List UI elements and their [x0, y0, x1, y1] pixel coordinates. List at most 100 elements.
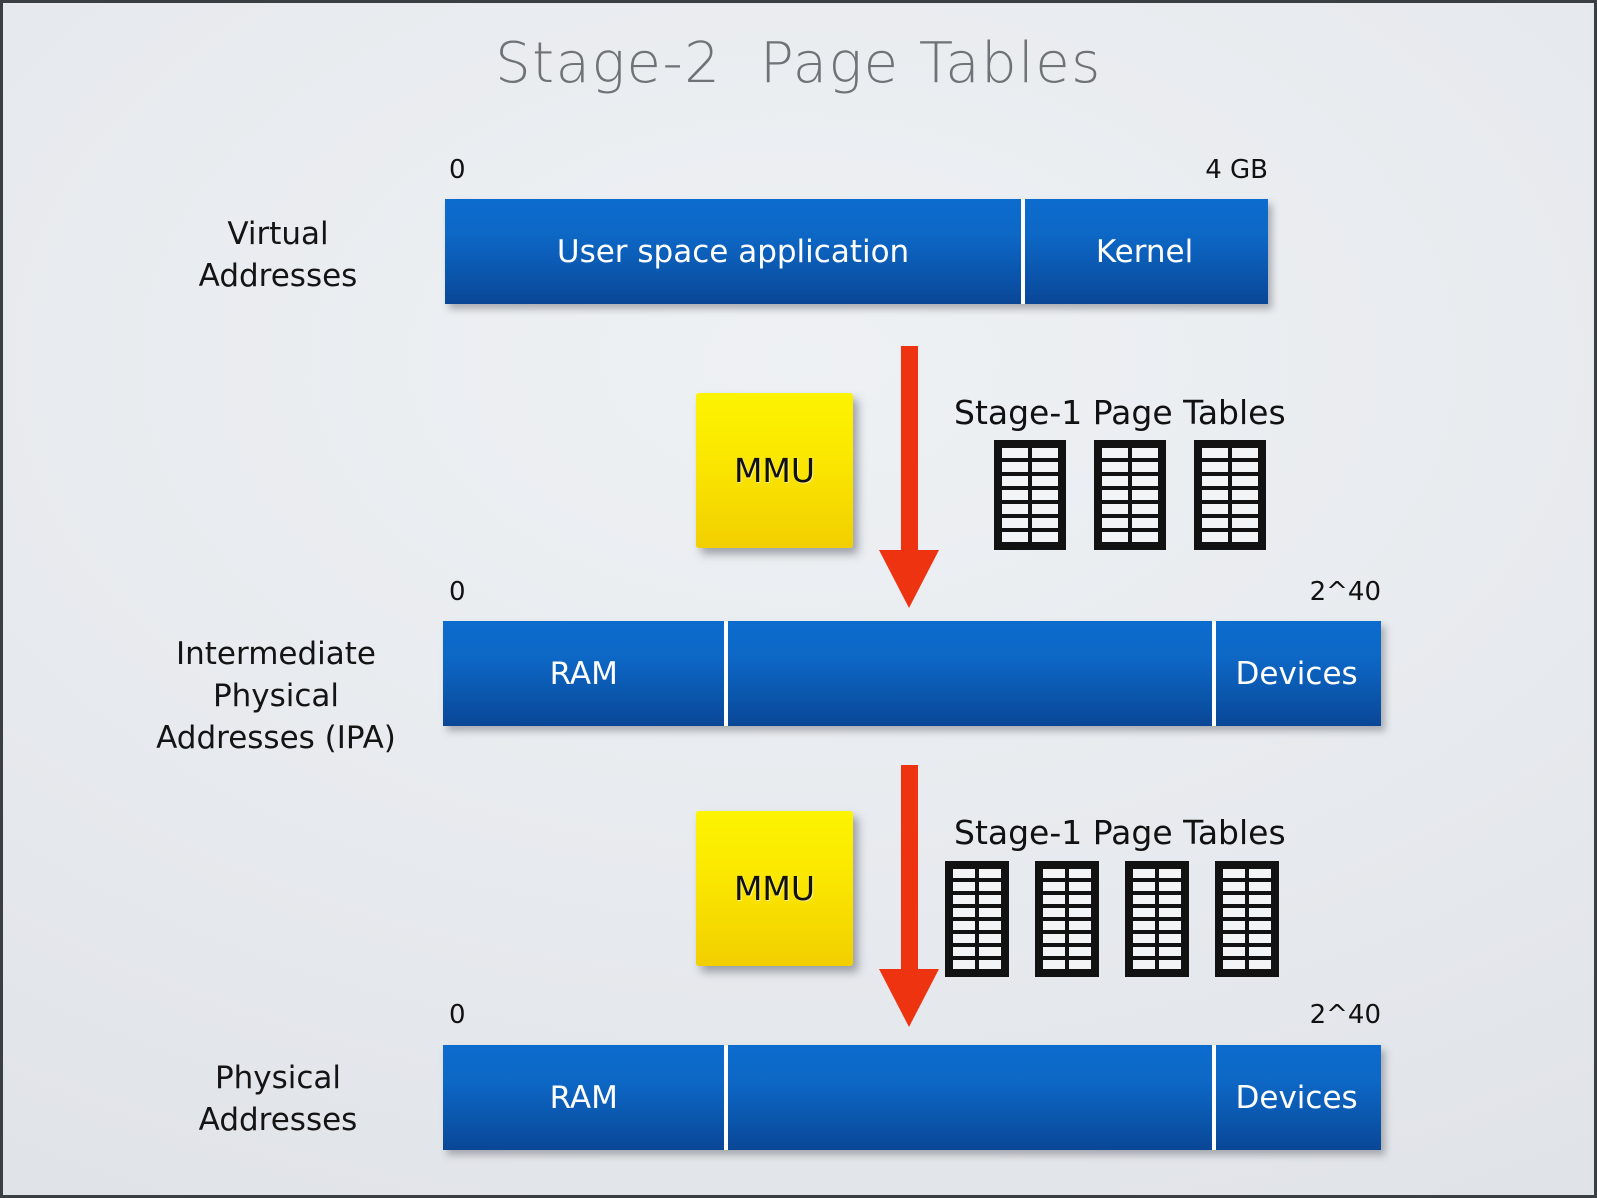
page-table-cell	[1002, 462, 1028, 472]
page-table-cell	[1002, 532, 1028, 542]
page-table-row	[1223, 895, 1271, 904]
page-table-cell	[1069, 895, 1091, 904]
page-table-cell	[1043, 882, 1065, 891]
arrow-shaft	[901, 765, 918, 972]
tick-ipa-right: 2^40	[1309, 577, 1381, 607]
page-table-cell	[1223, 934, 1245, 943]
page-table-cell	[953, 869, 975, 878]
bar-segment-physical-free[interactable]	[724, 1045, 1212, 1150]
mmu-box-lower[interactable]: MMU	[696, 811, 853, 966]
page-table-row	[1102, 518, 1158, 528]
page-table-row	[1223, 869, 1271, 878]
bar-segment-kernel[interactable]: Kernel	[1021, 199, 1268, 304]
page-table-cell	[1069, 921, 1091, 930]
bar-segment-ipa-ram[interactable]: RAM	[549, 655, 618, 692]
page-table-row	[1133, 882, 1181, 891]
arrow-ipa-to-pa	[879, 765, 939, 1027]
arrow-shaft	[901, 346, 918, 553]
page-table-row	[1223, 882, 1271, 891]
page-table-row	[1223, 908, 1271, 917]
page-table-cell	[979, 921, 1001, 930]
page-table-cell	[1133, 908, 1155, 917]
page-table-row	[1133, 947, 1181, 956]
page-table-cell	[1069, 947, 1091, 956]
page-table-cell	[1159, 895, 1181, 904]
page-table-cell	[1043, 895, 1065, 904]
page-table-cell	[1032, 490, 1058, 500]
page-table-cell	[953, 934, 975, 943]
page-table-row	[1133, 921, 1181, 930]
tick-physical-left: 0	[449, 1000, 466, 1030]
page-table-cell	[1132, 448, 1158, 458]
page-table-cell	[1069, 869, 1091, 878]
page-table-grid	[1215, 861, 1279, 977]
page-table-group-upper	[994, 440, 1266, 550]
page-table-row	[953, 882, 1001, 891]
page-table-cell	[953, 882, 975, 891]
page-table-cell	[1132, 476, 1158, 486]
page-table-cell	[1249, 947, 1271, 956]
bar-segment-user-space[interactable]: User space application	[556, 233, 910, 270]
page-table-row	[953, 895, 1001, 904]
page-table-cell	[1102, 518, 1128, 528]
page-table-cell	[1202, 462, 1228, 472]
page-table-row	[1102, 504, 1158, 514]
page-table-cell	[1159, 921, 1181, 930]
page-table-cell	[1159, 960, 1181, 969]
page-table-cell	[1102, 462, 1128, 472]
page-table-row	[953, 947, 1001, 956]
page-table-row	[953, 921, 1001, 930]
page-table-cell	[1202, 518, 1228, 528]
mmu-box-upper[interactable]: MMU	[696, 393, 853, 548]
page-table-cell	[1232, 476, 1258, 486]
bar-segment-physical-devices[interactable]: Devices	[1212, 1045, 1381, 1150]
page-table-cell	[1249, 882, 1271, 891]
address-bar-physical: RAM Devices	[443, 1045, 1381, 1150]
page-table-cell	[1132, 462, 1158, 472]
page-table-row	[953, 908, 1001, 917]
page-table-row	[1133, 934, 1181, 943]
page-table-cell	[1002, 518, 1028, 528]
row-label-ipa: Intermediate Physical Addresses (IPA)	[156, 636, 396, 756]
page-table-cell	[1202, 504, 1228, 514]
page-table-cell	[1043, 960, 1065, 969]
page-table-cell	[1232, 448, 1258, 458]
page-table-cell	[1032, 448, 1058, 458]
page-table-row	[1002, 532, 1058, 542]
page-table-cell	[1132, 532, 1158, 542]
page-table-row	[1223, 921, 1271, 930]
page-table-row	[1133, 869, 1181, 878]
page-table-row	[1223, 947, 1271, 956]
page-table-cell	[953, 921, 975, 930]
page-tables-label-upper: Stage-1 Page Tables	[954, 393, 1286, 432]
page-table-cell	[1159, 908, 1181, 917]
page-table-cell	[979, 934, 1001, 943]
page-table-cell	[1159, 947, 1181, 956]
page-table-row	[1043, 869, 1091, 878]
page-table-cell	[1032, 462, 1058, 472]
page-table-cell	[1249, 921, 1271, 930]
page-table-cell	[1223, 869, 1245, 878]
bar-segment-physical-ram[interactable]: RAM	[549, 1079, 618, 1116]
page-table-cell	[1223, 960, 1245, 969]
page-table-row	[1002, 476, 1058, 486]
page-table-row	[1223, 934, 1271, 943]
page-table-row	[1202, 504, 1258, 514]
page-table-row	[953, 934, 1001, 943]
page-table-cell	[1132, 490, 1158, 500]
page-table-row	[1002, 448, 1058, 458]
page-table-row	[1043, 895, 1091, 904]
tick-physical-right: 2^40	[1309, 1000, 1381, 1030]
page-table-cell	[1202, 448, 1228, 458]
page-table-cell	[1032, 504, 1058, 514]
page-table-cell	[1132, 518, 1158, 528]
page-table-row	[1102, 490, 1158, 500]
bar-segment-ipa-free[interactable]	[724, 621, 1212, 726]
page-table-row	[1043, 934, 1091, 943]
page-table-cell	[1223, 947, 1245, 956]
page-table-group-lower	[945, 861, 1279, 977]
page-table-cell	[1069, 960, 1091, 969]
bar-segment-ipa-devices[interactable]: Devices	[1212, 621, 1381, 726]
page-table-cell	[1232, 462, 1258, 472]
page-table-cell	[979, 947, 1001, 956]
